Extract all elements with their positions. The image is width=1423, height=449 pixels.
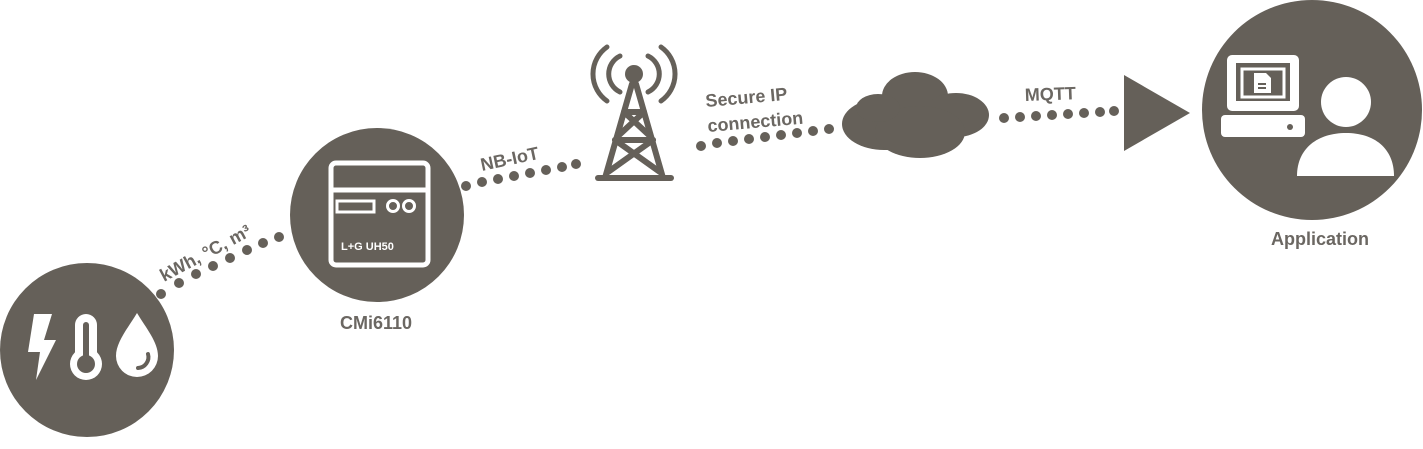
meter-device-text: L+G UH50	[341, 241, 394, 253]
cloud-icon	[842, 72, 989, 158]
link-label-tower-to-cloud-line2: connection	[707, 108, 804, 136]
arrow-right-icon	[1124, 75, 1190, 151]
lightning-icon	[28, 314, 56, 380]
link-sensor-to-meter	[156, 232, 284, 299]
computer-icon	[1221, 55, 1305, 137]
meter-node: L+G UH50 CMi6110	[290, 128, 464, 333]
sensors-node	[0, 263, 174, 437]
cell-tower-icon	[590, 44, 678, 181]
dotted-links	[156, 106, 1119, 299]
link-meter-to-tower	[461, 159, 581, 191]
link-label-cloud-to-app: MQTT	[1024, 83, 1076, 105]
thermometer-icon	[70, 314, 102, 380]
link-cloud-to-app	[999, 106, 1119, 123]
application-node: Application	[1202, 0, 1422, 249]
user-icon	[1297, 77, 1394, 176]
link-label-tower-to-cloud-line1: Secure IP	[705, 84, 788, 111]
meter-device-icon: L+G UH50	[328, 160, 431, 268]
link-label-sensor-to-meter: kWh, °C, m³	[156, 221, 254, 286]
link-tower-to-cloud	[696, 124, 834, 151]
meter-label: CMi6110	[340, 313, 412, 333]
water-drop-icon	[116, 313, 158, 377]
application-label: Application	[1271, 229, 1369, 249]
